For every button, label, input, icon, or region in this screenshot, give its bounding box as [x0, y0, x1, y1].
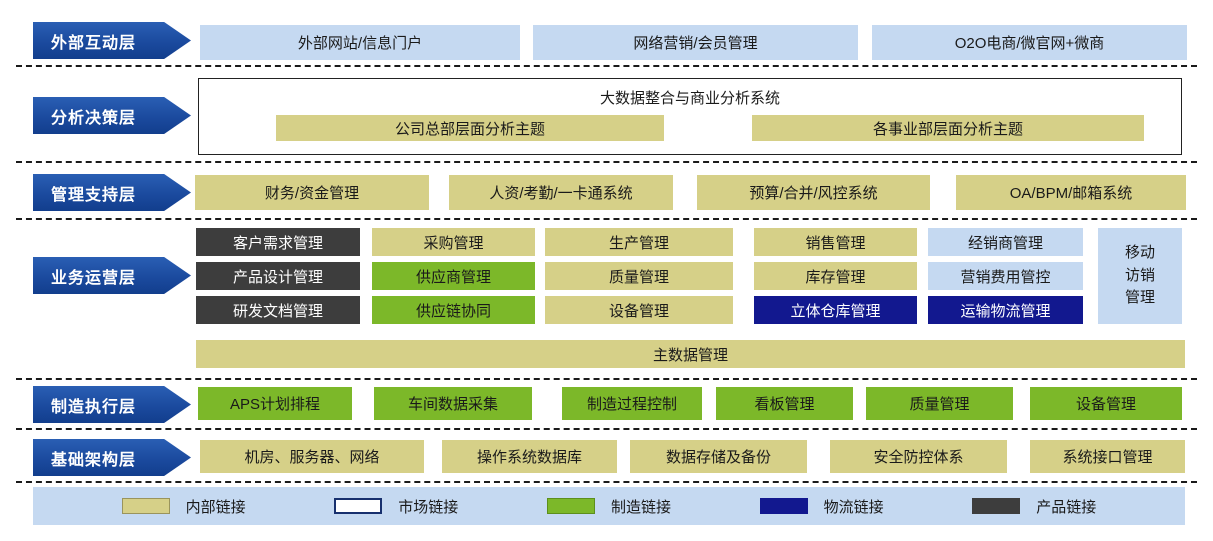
legend-item-manufacturing: 制造链接 [546, 496, 671, 517]
bigdata-system-title: 大数据整合与商业分析系统 [599, 90, 780, 107]
box-product-design: 产品设计管理 [196, 262, 360, 290]
legend-bar: 内部链接 市场链接 制造链接 物流链接 产品链接 [33, 487, 1185, 525]
legend-item-logistics: 物流链接 [759, 496, 884, 517]
market-link-swatch-icon [334, 498, 383, 514]
box-aps-scheduling: APS计划排程 [198, 387, 352, 420]
box-mes-quality-mgmt: 质量管理 [866, 387, 1013, 420]
internal-link-swatch-icon [121, 498, 170, 514]
box-supply-chain-collab: 供应链协同 [372, 296, 535, 324]
manufacturing-link-swatch-icon [546, 498, 595, 514]
box-online-marketing: 网络营销/会员管理 [533, 25, 858, 60]
separator-line [16, 161, 1197, 163]
layer-label-management: 管理支持层 [33, 174, 191, 211]
box-process-control: 制造过程控制 [562, 387, 702, 420]
box-hr-attendance: 人资/考勤/一卡通系统 [449, 175, 673, 210]
box-hq-analysis-topics: 公司总部层面分析主题 [276, 115, 664, 141]
box-storage-backup: 数据存储及备份 [630, 440, 807, 473]
product-link-swatch-icon [972, 498, 1021, 514]
box-customer-demand: 客户需求管理 [196, 228, 360, 256]
legend-item-internal: 内部链接 [121, 496, 246, 517]
box-marketing-expense: 营销费用管控 [928, 262, 1083, 290]
box-mes-equipment-mgmt: 设备管理 [1030, 387, 1182, 420]
box-shopfloor-data: 车间数据采集 [374, 387, 532, 420]
layer-label-infrastructure: 基础架构层 [33, 439, 191, 476]
separator-line [16, 481, 1197, 483]
box-server-network: 机房、服务器、网络 [200, 440, 424, 473]
separator-line [16, 378, 1197, 380]
box-mobile-sales-visit: 移动访销管理 [1098, 228, 1182, 324]
box-procurement: 采购管理 [372, 228, 535, 256]
box-external-portal: 外部网站/信息门户 [200, 25, 520, 60]
box-security-system: 安全防控体系 [830, 440, 1007, 473]
legend-label: 市场链接 [398, 498, 459, 516]
legend-item-market: 市场链接 [334, 496, 458, 517]
box-dealer-mgmt: 经销商管理 [928, 228, 1083, 256]
separator-line [16, 218, 1197, 220]
box-finance-treasury: 财务/资金管理 [195, 175, 429, 210]
box-equipment-mgmt: 设备管理 [545, 296, 733, 324]
layer-label-external: 外部互动层 [33, 22, 191, 59]
box-mobile-sales-visit-label: 移动访销管理 [1124, 244, 1155, 307]
legend-item-product: 产品链接 [972, 496, 1096, 517]
box-o2o-ecommerce: O2O电商/微官网+微商 [872, 25, 1187, 60]
box-production-mgmt: 生产管理 [545, 228, 733, 256]
box-supplier-mgmt: 供应商管理 [372, 262, 535, 290]
box-os-database: 操作系统数据库 [442, 440, 617, 473]
box-rd-documents: 研发文档管理 [196, 296, 360, 324]
layer-label-mes: 制造执行层 [33, 386, 191, 423]
box-oa-bpm-mail: OA/BPM/邮箱系统 [956, 175, 1186, 210]
layer-label-business: 业务运营层 [33, 257, 191, 294]
logistics-link-swatch-icon [759, 498, 808, 514]
legend-label: 内部链接 [185, 498, 246, 516]
legend-label: 物流链接 [823, 498, 884, 516]
legend-label: 产品链接 [1036, 498, 1097, 516]
layer-label-analysis: 分析决策层 [33, 97, 191, 134]
box-quality-mgmt: 质量管理 [545, 262, 733, 290]
box-sales-mgmt: 销售管理 [754, 228, 917, 256]
box-interface-mgmt: 系统接口管理 [1030, 440, 1185, 473]
box-stereo-warehouse: 立体仓库管理 [754, 296, 917, 324]
legend-label: 制造链接 [610, 498, 671, 516]
box-transport-logistics: 运输物流管理 [928, 296, 1083, 324]
box-kanban-mgmt: 看板管理 [716, 387, 853, 420]
box-inventory-mgmt: 库存管理 [754, 262, 917, 290]
box-bu-analysis-topics: 各事业部层面分析主题 [752, 115, 1144, 141]
box-budget-risk: 预算/合并/风控系统 [697, 175, 930, 210]
box-master-data: 主数据管理 [196, 340, 1185, 368]
separator-line [16, 65, 1197, 67]
separator-line [16, 428, 1197, 430]
